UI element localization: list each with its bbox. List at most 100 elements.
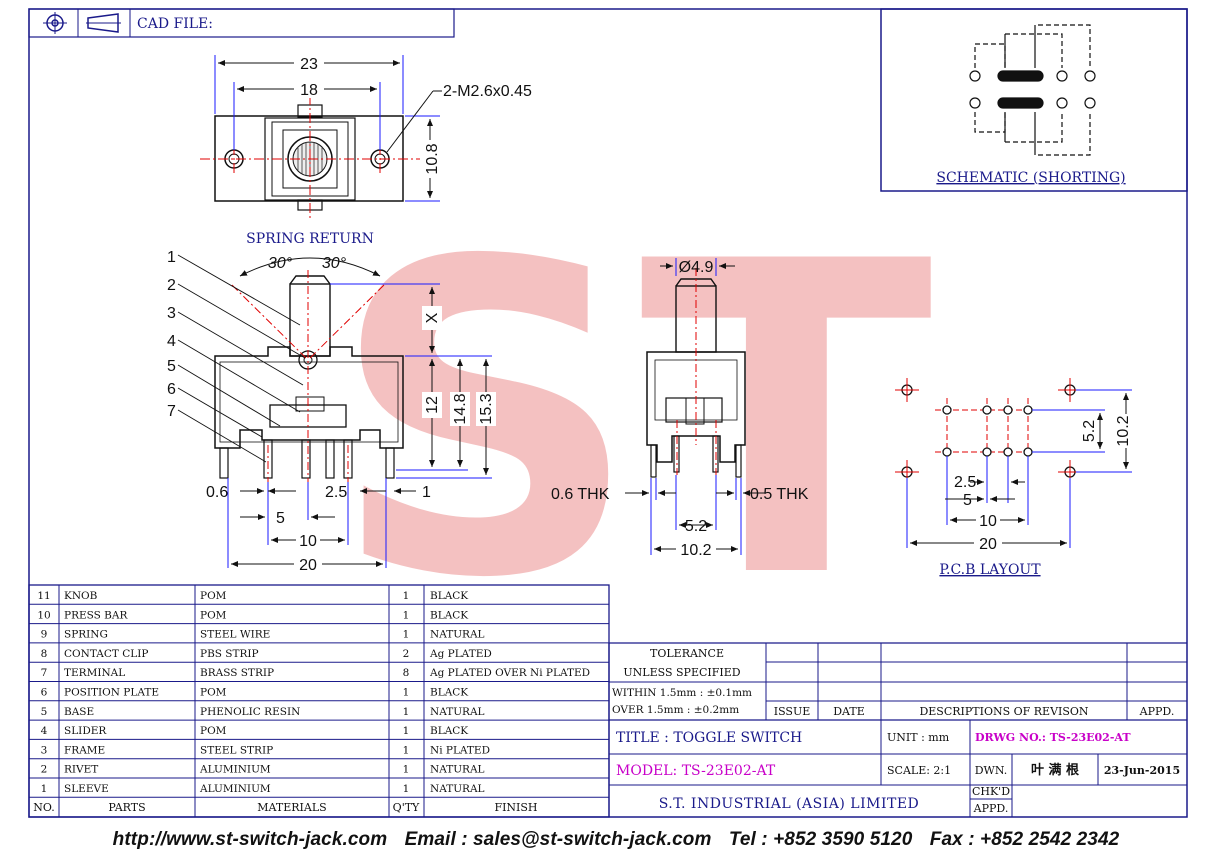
bom-header-finish: FINISH xyxy=(494,801,537,814)
drawn-date: 23-Jun-2015 xyxy=(1104,764,1180,777)
bom-cell-no: 10 xyxy=(37,609,50,621)
thk-left-label: 0.6 THK xyxy=(551,486,610,503)
bom-cell-no: 4 xyxy=(41,725,48,737)
bom-cell-finish: BLACK xyxy=(430,725,468,737)
dim-5: 5 xyxy=(276,510,285,527)
pcb-dim-2-5: 2.5 xyxy=(954,474,976,491)
model-label: MODEL: TS-23E02-AT xyxy=(616,763,776,779)
pcb-dim-5-2: 5.2 xyxy=(1081,420,1098,442)
bom-cell-no: 8 xyxy=(41,648,48,660)
bom-cell-finish: BLACK xyxy=(430,590,468,602)
bom-cell-material: ALUMINIUM xyxy=(199,783,271,795)
top-view: 23 18 10.8 2-M2.6x0.45 xyxy=(200,54,532,220)
callout-6: 6 xyxy=(167,381,176,398)
bom-cell-finish: NATURAL xyxy=(430,764,485,776)
bom-cell-material: PBS STRIP xyxy=(200,648,259,660)
callout-3: 3 xyxy=(167,305,176,322)
bom-cell-finish: NATURAL xyxy=(430,629,485,641)
bom-cell-material: POM xyxy=(200,590,227,602)
dim-20: 20 xyxy=(299,557,317,574)
thk-right-label: 0.5 THK xyxy=(750,486,809,503)
bom-cell-qty: 1 xyxy=(403,609,410,621)
dim-10: 10 xyxy=(299,533,317,550)
pcb-dim-10-2: 10.2 xyxy=(1115,415,1132,446)
issue-label: ISSUE xyxy=(774,705,811,718)
dim-shaft-dia: Ø4.9 xyxy=(679,259,714,276)
unit-label: UNIT : mm xyxy=(887,731,950,744)
dim-1: 1 xyxy=(422,484,431,501)
bom-cell-part: RIVET xyxy=(64,764,98,776)
tolerance-unless: UNLESS SPECIFIED xyxy=(623,666,740,679)
bom-cell-qty: 1 xyxy=(403,725,410,737)
bom-cell-material: POM xyxy=(200,687,227,699)
bom-row: 10 PRESS BAR POM 1 BLACK xyxy=(37,609,468,621)
bom-cell-no: 7 xyxy=(41,667,48,679)
tolerance-title: TOLERANCE xyxy=(650,647,724,660)
website-link[interactable]: http://www.st-switch-jack.com xyxy=(112,829,388,850)
bom-table xyxy=(28,584,610,818)
dim-0-6: 0.6 xyxy=(206,484,228,501)
bom-row: 1 SLEEVE ALUMINIUM 1 NATURAL xyxy=(41,783,485,795)
bom-cell-part: SLIDER xyxy=(64,725,107,737)
dim-2-5: 2.5 xyxy=(325,484,347,501)
dim-14-8: 14.8 xyxy=(452,393,469,424)
front-view: SPRING RETURN 30° 30° xyxy=(167,231,496,574)
dim-stroke-x: X xyxy=(424,312,441,323)
bom-header-qty: Q'TY xyxy=(393,801,420,814)
angle-left-label: 30° xyxy=(268,255,293,272)
bom-cell-finish: NATURAL xyxy=(430,783,485,795)
bom-cell-material: STEEL STRIP xyxy=(200,744,273,756)
bom-cell-qty: 1 xyxy=(403,687,410,699)
bom-cell-part: SLEEVE xyxy=(64,783,109,795)
bom-cell-qty: 1 xyxy=(403,783,410,795)
email-text: Email : sales@st-switch-jack.com xyxy=(404,829,712,850)
dim-side-5-2: 5.2 xyxy=(685,518,707,535)
bom-cell-part: SPRING xyxy=(64,629,108,641)
bom-header-no: NO. xyxy=(33,801,55,814)
approved-label: APPD. xyxy=(973,802,1009,815)
watermark-text: ST xyxy=(330,172,935,672)
drawing-number: DRWG NO.: TS-23E02-AT xyxy=(975,731,1131,744)
pcb-dim-5: 5 xyxy=(963,492,972,509)
dim-top-hole: 18 xyxy=(300,82,318,99)
bom-cell-part: PRESS BAR xyxy=(64,609,128,621)
bom-cell-material: POM xyxy=(200,609,227,621)
dim-top-height: 10.8 xyxy=(424,143,441,174)
bom-header: NO. PARTS MATERIALS Q'TY FINISH xyxy=(33,801,537,814)
bom-cell-no: 1 xyxy=(41,783,48,795)
bom-cell-finish: Ag PLATED OVER Ni PLATED xyxy=(429,667,590,679)
bom-cell-material: BRASS STRIP xyxy=(200,667,274,679)
bom-cell-no: 3 xyxy=(41,744,48,756)
bom-cell-qty: 1 xyxy=(403,744,410,756)
dim-15-3: 15.3 xyxy=(478,393,495,424)
bom-cell-finish: BLACK xyxy=(430,609,468,621)
checked-label: CHK'D xyxy=(972,785,1010,798)
bom-cell-material: POM xyxy=(200,725,227,737)
bom-cell-finish: Ni PLATED xyxy=(430,744,490,756)
watermark-logo: ST xyxy=(330,172,935,672)
schematic-drawing xyxy=(969,24,1096,156)
date-label: DATE xyxy=(833,705,865,718)
callout-2: 2 xyxy=(167,277,176,294)
bom-cell-qty: 8 xyxy=(403,667,410,679)
drawing-title: TITLE : TOGGLE SWITCH xyxy=(616,730,802,746)
side-view: Ø4.9 0.6 THK 0.5 THK 5.2 10.2 xyxy=(551,258,809,559)
bom-cell-part: KNOB xyxy=(64,590,98,602)
callout-4: 4 xyxy=(167,333,176,350)
bom-cell-part: BASE xyxy=(64,706,94,718)
projection-symbol-icon xyxy=(43,12,121,34)
title-block-text: TOLERANCE UNLESS SPECIFIED WITHIN 1.5mm … xyxy=(612,647,1180,815)
cad-file-label: CAD FILE: xyxy=(137,16,213,32)
appd-header: APPD. xyxy=(1139,705,1175,718)
bom-cell-qty: 2 xyxy=(403,648,410,660)
contact-footer: http://www.st-switch-jack.com Email : sa… xyxy=(0,829,1232,851)
bom-cell-no: 11 xyxy=(37,590,50,602)
dim-side-10-2: 10.2 xyxy=(680,542,711,559)
bom-cell-no: 5 xyxy=(41,706,48,718)
